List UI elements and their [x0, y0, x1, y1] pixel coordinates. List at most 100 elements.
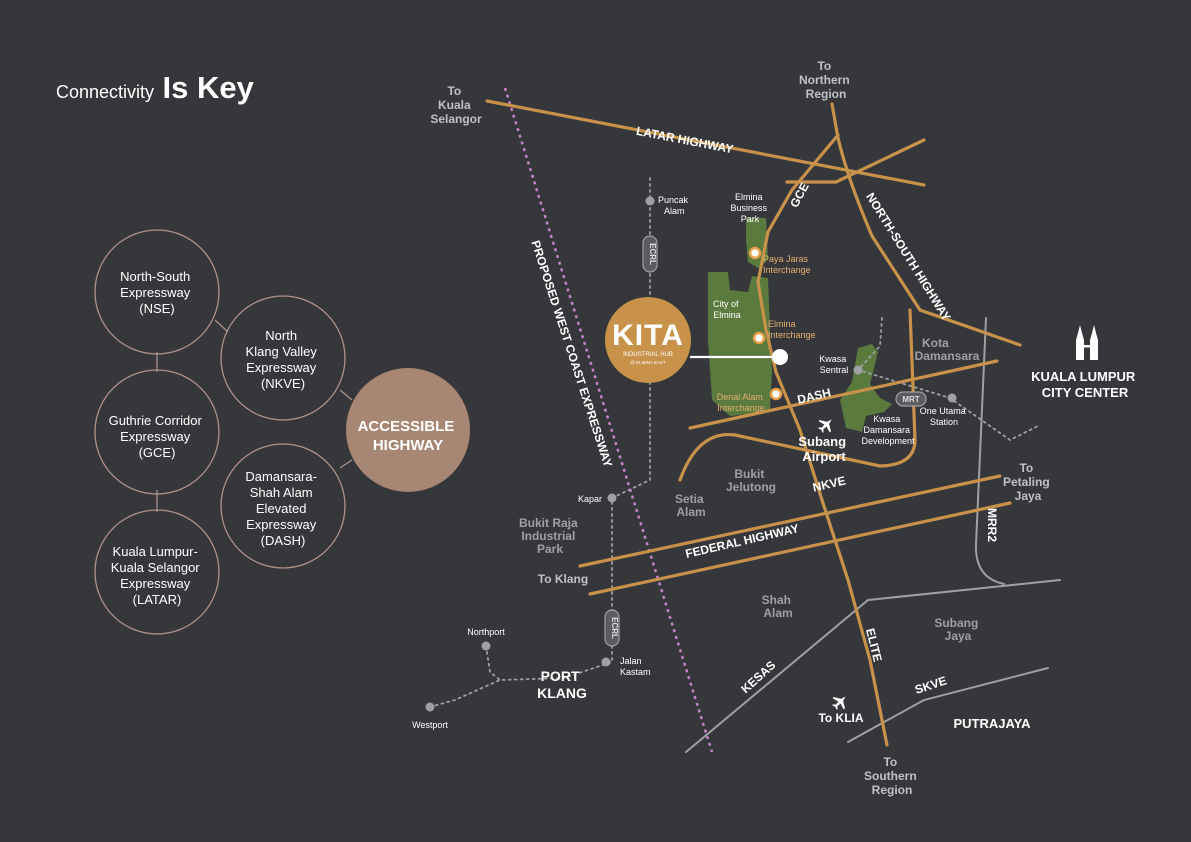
- connector: [339, 389, 353, 401]
- nkve-highway-label: NKVE: [811, 474, 847, 495]
- dash-highway-label: DASH: [796, 385, 832, 406]
- kita-name: KITA: [612, 319, 684, 352]
- elmina-interchange-label: Elmina Interchange: [768, 319, 816, 340]
- hub-label: ACCESSIBLE HIGHWAY: [358, 418, 459, 454]
- major-labels: Subang Airport PUTRAJAYA PORT KLANG KUAL…: [537, 369, 1139, 731]
- twin-towers-icon: [1076, 325, 1098, 360]
- to-klia-label: To KLIA: [818, 711, 863, 725]
- elmina-marker: [752, 331, 766, 345]
- kwasa-sentral-dot: [853, 365, 863, 375]
- subang-jaya-label: Subang Jaya: [934, 616, 981, 643]
- kota-damansara-label: Kota Damansara: [915, 336, 980, 363]
- connector: [214, 319, 229, 333]
- northport-label: Northport: [467, 627, 505, 637]
- kita-sub1: INDUSTRIAL HUB: [623, 352, 673, 358]
- latar-circle: [94, 509, 220, 635]
- jalan-kastam-label: Jalan Kastam: [620, 656, 651, 677]
- paya-jaras-marker: [748, 246, 762, 260]
- westport-dot: [425, 702, 435, 712]
- nkve-label: North Klang Valley Expressway (NKVE): [246, 328, 321, 391]
- subang-airport-label: Subang Airport: [798, 434, 849, 464]
- kwasa-sentral-label: Kwasa Sentral: [819, 354, 849, 375]
- elmina-business-park-label: Elmina Business Park: [730, 192, 769, 224]
- kapar-label: Kapar: [578, 494, 602, 504]
- dash-label: Damansara- Shah Alam Elevated Expressway…: [245, 469, 320, 548]
- to-petaling-jaya-label: To Petaling Jaya: [1003, 461, 1053, 503]
- ecrl-north-tag: ECRL: [642, 235, 658, 273]
- mrt-tag: MRT: [895, 391, 927, 407]
- mrr2-road: [974, 317, 1005, 585]
- station-dots: [425, 196, 957, 712]
- kita-sub2: @ ELMINA EAST: [630, 360, 666, 365]
- klcc-label: KUALA LUMPUR CITY CENTER: [1031, 369, 1139, 400]
- to-northern-region-label: To Northern Region: [799, 59, 853, 101]
- title-emphasis: Is Key: [162, 70, 254, 105]
- nse-circle: [94, 229, 220, 355]
- interchange-labels: Paya Jaras Interchange Elmina Interchang…: [717, 254, 816, 413]
- port-klang-label: PORT KLANG: [537, 668, 587, 701]
- latar-highway-label: LATAR HIGHWAY: [635, 124, 734, 157]
- to-southern-region-label: To Southern Region: [864, 755, 920, 797]
- connector: [339, 459, 353, 469]
- gce-circle: [94, 369, 220, 495]
- dash-highway: [688, 359, 999, 430]
- skve-highway-label: SKVE: [913, 673, 948, 696]
- west-coast-expressway-line: [503, 87, 714, 753]
- gce-latar-link: [785, 138, 926, 184]
- small-place-labels: Elmina Business Park City of Elmina Punc…: [412, 192, 969, 730]
- jalan-kastam-dot: [601, 657, 611, 667]
- one-utama-dot: [947, 393, 957, 403]
- kita-badge: [605, 297, 691, 383]
- mrr2-road-label: MRR2: [985, 508, 999, 542]
- dash-circle: [220, 443, 346, 569]
- city-of-elmina-area: [708, 272, 772, 416]
- westport-label: Westport: [412, 720, 448, 730]
- skve-road: [847, 667, 1049, 743]
- to-kuala-selangor-label: To Kuala Selangor: [430, 84, 482, 126]
- expressway-diagram: North-South Expressway (NSE) North Klang…: [94, 229, 470, 635]
- west-coast-expressway-label: PROPOSED WEST COAST EXPRESSWAY: [528, 239, 615, 469]
- ecrl-north-label: ECRL: [648, 243, 657, 265]
- bukit-raja-label: Bukit Raja Industrial Park: [519, 516, 581, 556]
- elite-gce-spine: [756, 133, 889, 747]
- federal-highway: [588, 501, 1012, 596]
- interchange-markers: [748, 246, 783, 401]
- nkve-highway: [578, 474, 1002, 568]
- klia-plane-icon: [832, 696, 846, 710]
- rail-lines: [429, 177, 1041, 708]
- ecrl-south-label: ECRL: [610, 617, 619, 639]
- mrt-label: MRT: [902, 395, 919, 404]
- one-utama-label: One Utama Station: [920, 406, 969, 427]
- nkve-circle: [220, 295, 346, 421]
- to-klang-label: To Klang: [538, 572, 588, 586]
- setia-alam-label: Setia Alam: [675, 492, 707, 519]
- ecrl-south-tag: ECRL: [604, 609, 620, 647]
- nse-label: North-South Expressway (NSE): [120, 269, 194, 316]
- title-prefix: Connectivity: [56, 82, 155, 102]
- gce-highway-label: GCE: [787, 180, 812, 210]
- mrt-line: [856, 317, 1041, 442]
- main-highways: [485, 99, 1022, 747]
- subang-airport-plane-icon: [818, 419, 832, 433]
- area-labels: Kota Damansara Bukit Jelutong Setia Alam…: [519, 336, 981, 643]
- north-south-highway: [830, 102, 1022, 347]
- kesas-road: [685, 579, 1061, 753]
- page-title: Connectivity Is Key: [56, 70, 254, 106]
- gce-label: Guthrie Corridor Expressway (GCE): [109, 413, 206, 460]
- latar-label: Kuala Lumpur- Kuala Selangor Expressway …: [111, 544, 204, 607]
- direction-labels: To Kuala Selangor To Northern Region To …: [430, 59, 1053, 797]
- bukit-jelutong-label: Bukit Jelutong: [726, 467, 776, 494]
- latar-highway: [485, 99, 926, 187]
- shah-alam-label: Shah Alam: [762, 593, 795, 620]
- kwasa-damansara-label: Kwasa Damansara Development: [861, 414, 915, 446]
- putrajaya-label: PUTRAJAYA: [953, 716, 1031, 731]
- kapar-dot: [607, 493, 617, 503]
- gray-roads: [685, 317, 1061, 753]
- puncak-alam-dot: [645, 196, 655, 206]
- accessible-highway-hub: [346, 368, 470, 492]
- denai-alam-label: Denai Alam Interchange: [717, 392, 766, 413]
- northport-dot: [481, 641, 491, 651]
- city-of-elmina-label: City of Elmina: [713, 299, 741, 320]
- northport-branch: [485, 645, 501, 681]
